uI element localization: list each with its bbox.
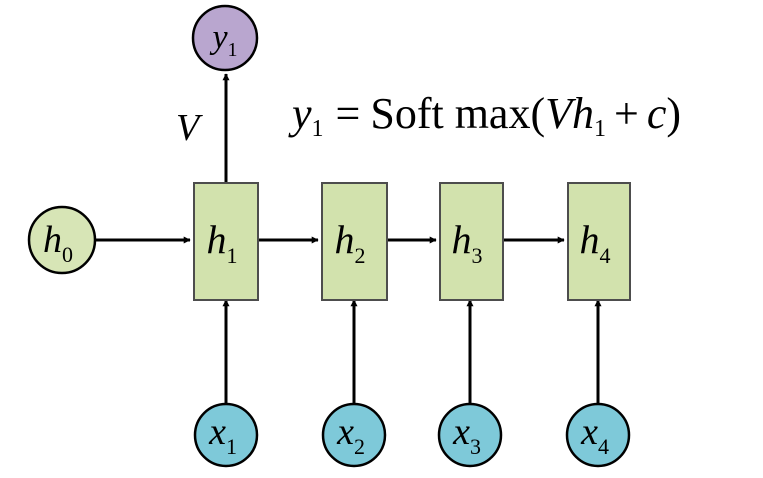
x2-circle xyxy=(321,402,387,468)
x3-label: x3 xyxy=(452,411,481,459)
initial-state-h0: h0 xyxy=(27,205,97,275)
x4-circle xyxy=(565,402,631,468)
h1-label: h1 xyxy=(207,217,238,268)
output-label: y1 xyxy=(209,19,237,61)
output-circle xyxy=(191,4,259,72)
x1-label: x1 xyxy=(208,411,237,459)
h0-label: h0 xyxy=(43,219,73,267)
h0-circle xyxy=(27,205,97,275)
input-node-x2: x2 xyxy=(321,402,387,468)
x4-label: x4 xyxy=(580,411,609,459)
eq-lhs-var: y xyxy=(288,89,312,138)
input-node-x4: x4 xyxy=(565,402,631,468)
h2-box xyxy=(321,182,388,301)
x1-circle xyxy=(193,402,259,468)
h4-box xyxy=(567,182,631,301)
hidden-state-h3: h3 xyxy=(439,182,504,301)
h1-box xyxy=(193,182,259,301)
x3-circle xyxy=(437,402,503,468)
h3-box xyxy=(439,182,504,301)
input-node-x3: x3 xyxy=(437,402,503,468)
output-node-y1: y1 xyxy=(191,4,259,72)
x2-label: x2 xyxy=(336,411,365,459)
input-node-x1: x1 xyxy=(193,402,259,468)
h4-label: h4 xyxy=(580,217,611,268)
h3-label: h3 xyxy=(452,217,483,268)
arrows xyxy=(96,73,602,405)
hidden-state-h4: h4 xyxy=(567,182,631,301)
softmax-equation: y1=Soft max(Vh1+c) xyxy=(288,89,681,142)
hidden-state-h2: h2 xyxy=(321,182,388,301)
hidden-state-h1: h1 xyxy=(193,182,259,301)
h2-label: h2 xyxy=(335,217,366,268)
weight-label-v: V xyxy=(176,107,203,149)
